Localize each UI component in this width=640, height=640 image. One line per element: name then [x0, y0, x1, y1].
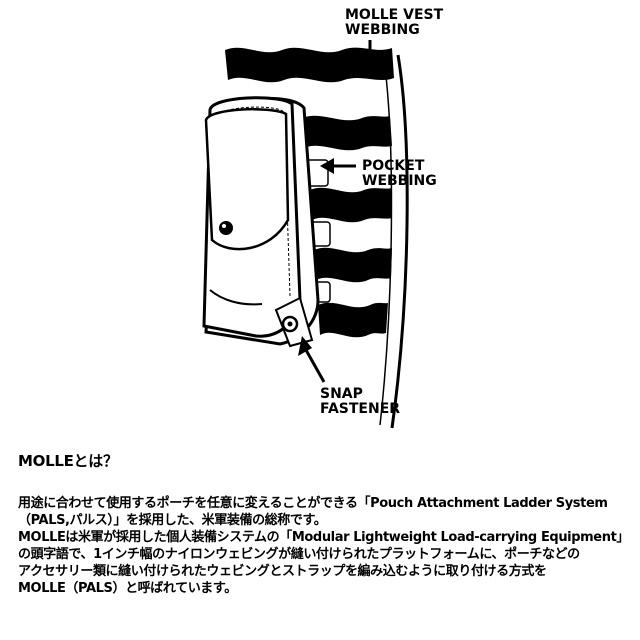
pocket-webbing-label-2: WEBBING [362, 173, 437, 189]
flap-snap-highlight [222, 224, 226, 228]
vest-webbing-label-1: MOLLE VEST [345, 7, 444, 23]
vest-webbing-label-2: WEBBING [345, 22, 420, 38]
webbing-strap-1 [225, 47, 394, 83]
description-heading: MOLLEとは？ [18, 452, 118, 470]
pocket-webbing-label-1: POCKET [362, 158, 425, 174]
snap-fastener-arrowhead [298, 336, 312, 356]
description-block: MOLLEとは？ 用途に合わせて使用するポーチを任意に変えることができる「Pou… [18, 450, 629, 597]
molle-diagram: MOLLE VEST WEBBING POCKET WEBBING SNAP F… [202, 7, 444, 429]
vest-webbing-arrowhead [362, 56, 378, 68]
vest-edge [390, 54, 409, 429]
vest-webbing-straps [225, 47, 394, 338]
description-line: アクセサリー類に縫い付けられたウェビングとストラップを編み込むように取り付ける方… [18, 564, 547, 579]
description-line: MOLLE（PALS）と呼ばれています。 [18, 581, 237, 596]
webbing-strap-5 [318, 302, 388, 338]
description-line: 用途に合わせて使用するポーチを任意に変えることができる「Pouch Attach… [18, 496, 608, 511]
vest-edge-inner [379, 59, 393, 426]
flap-snap-button [219, 221, 233, 235]
snap-fastener-label-1: SNAP [320, 386, 363, 402]
description-line: の頭字語で、1インチ幅のナイロンウェビングが縫い付けられたプラットフォームに、ポ… [18, 547, 580, 562]
snap-fastener-label-2: FASTENER [320, 401, 400, 417]
pouch-flap [204, 107, 290, 251]
callout-arrows [298, 40, 378, 383]
pouch [202, 96, 320, 348]
webbing-strap-4 [314, 247, 392, 283]
snap-fastener-arrow-line [304, 349, 326, 383]
description-line: MOLLEは米軍が採用した個人装備システムの「Modular Lightweig… [18, 530, 629, 545]
webbing-strap-2 [302, 115, 392, 151]
pouch-side-fold [209, 289, 263, 306]
snap-fastener-center [287, 321, 293, 327]
webbing-strap-3 [310, 187, 392, 223]
description-line: （PALS,パルス）」を採用した、米軍装備の総称です。 [18, 513, 327, 528]
pocket-webbing-arrowhead [320, 158, 334, 174]
